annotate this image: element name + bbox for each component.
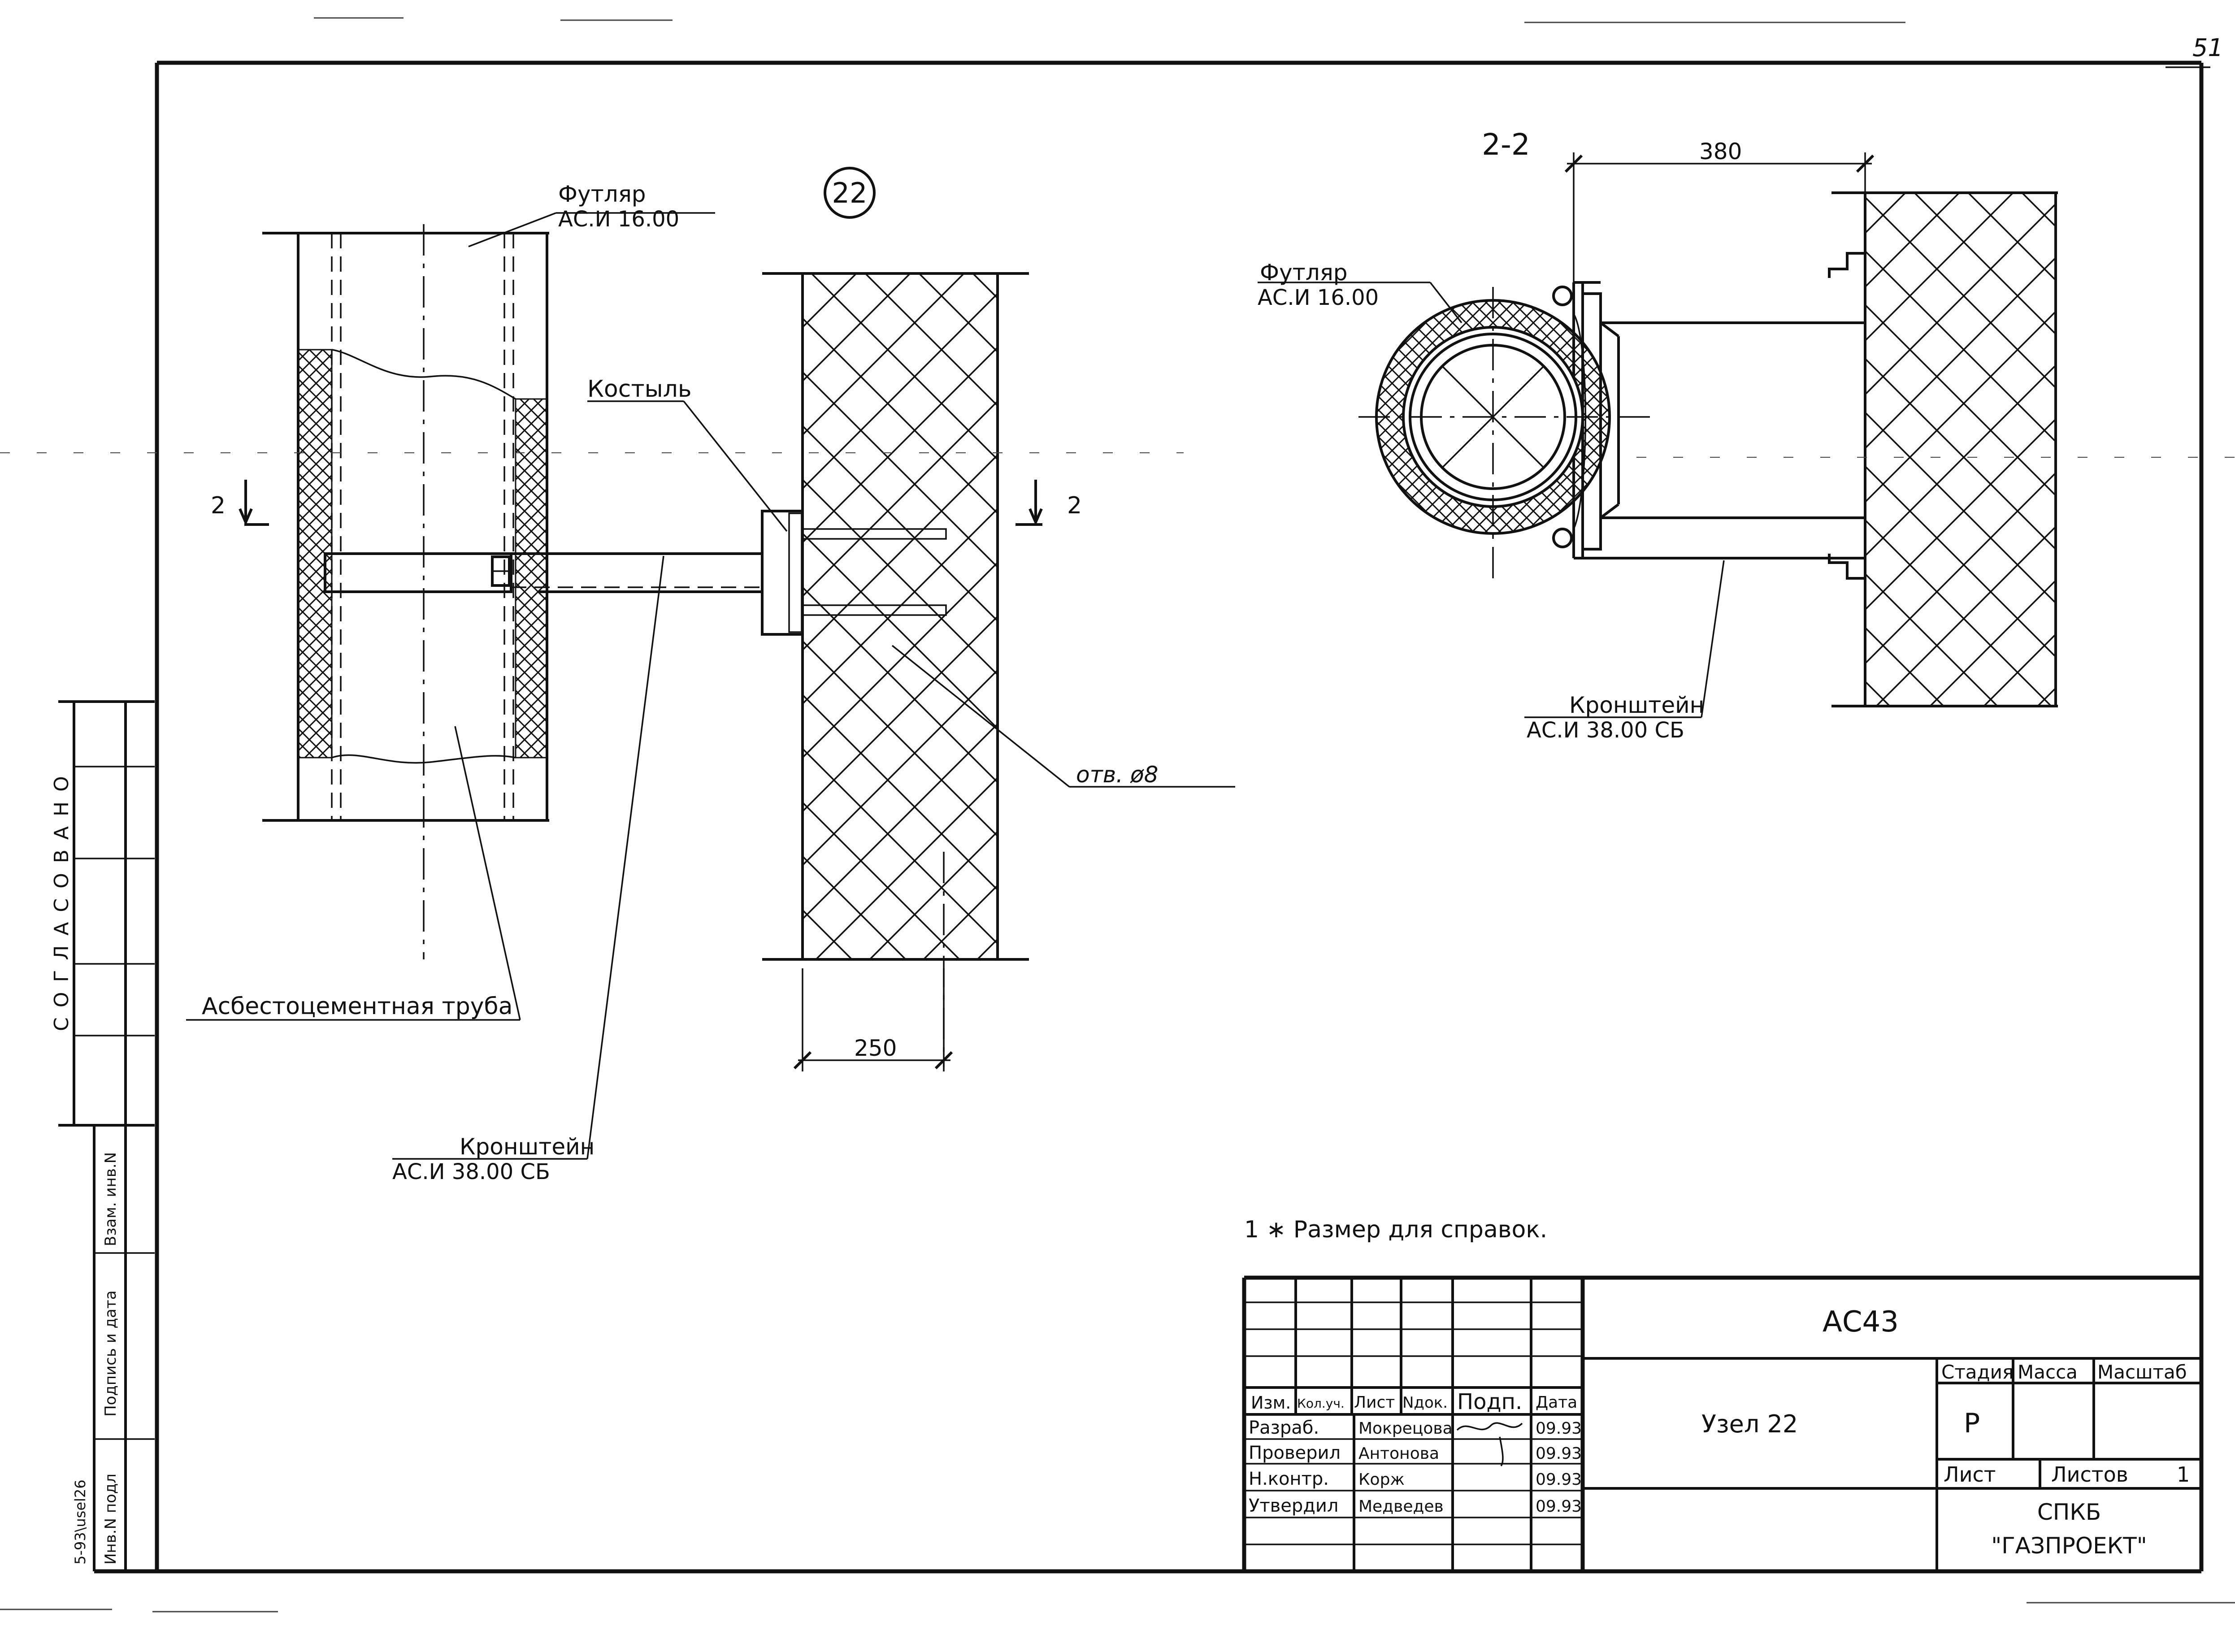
hdr-kol: Кол.уч. (1297, 1396, 1345, 1411)
kostyl-label: Костыль (587, 376, 692, 403)
row-name-3: Медведев (1358, 1497, 1444, 1516)
row-role-2: Н.контр. (1249, 1469, 1329, 1489)
scan-noise (0, 17, 2235, 1613)
drawing-title: Узел 22 (1701, 1410, 1798, 1438)
dim-380-label: 380 (1699, 139, 1742, 165)
hdr-izm: Изм. (1251, 1393, 1291, 1413)
stage-label: Стадия (1941, 1361, 2014, 1383)
org-line2: "ГАЗПРОЕКТ" (1991, 1533, 2147, 1559)
dim-250-label: 250 (854, 1035, 897, 1061)
wall-left (761, 272, 1029, 1067)
row-date-1: 09.93 (1536, 1444, 1582, 1463)
sheet-label: Лист (1944, 1462, 1996, 1487)
row-name-0: Мокрецова (1358, 1419, 1453, 1438)
vzam-inv-label: Взам. инв.N (102, 1152, 120, 1246)
section-mark-right-label: 2 (1067, 492, 1082, 519)
section-mark-right (1016, 480, 1043, 526)
row-date-2: 09.93 (1536, 1470, 1582, 1489)
row-name-2: Корж (1358, 1470, 1405, 1489)
row-name-1: Антонова (1358, 1444, 1439, 1463)
section-mark-left (239, 480, 269, 526)
leaders-left (186, 212, 1235, 1160)
reference-note: 1 ∗ Размер для справок. (1244, 1216, 1547, 1243)
sheet-number: 51 (2192, 34, 2223, 62)
futlyar-left-code: АС.И 16.00 (558, 207, 679, 232)
stage-value: Р (1964, 1408, 1980, 1439)
title-block (1242, 1275, 2201, 1571)
row-date-3: 09.93 (1536, 1497, 1582, 1516)
dimension-380 (1564, 152, 1875, 282)
kronshtein-left-label: Кронштейн (460, 1134, 595, 1160)
section-mark-left-label: 2 (211, 492, 226, 519)
kronshtein-right-label: Кронштейн (1569, 692, 1704, 718)
mass-label: Масса (2018, 1361, 2078, 1383)
futlyar-right-label: Футляр (1260, 260, 1348, 286)
org-line1: СПКБ (2037, 1499, 2101, 1525)
row-date-0: 09.93 (1536, 1419, 1582, 1438)
hdr-list: Лист (1354, 1393, 1395, 1412)
sheets-value: 1 (2177, 1462, 2190, 1487)
podpis-data-label: Подпись и дата (102, 1290, 120, 1417)
signature-scribble (1456, 1422, 1523, 1467)
row-role-3: Утвердил (1249, 1496, 1338, 1516)
hdr-data: Дата (1536, 1393, 1577, 1412)
side-stamp (58, 700, 155, 1571)
row-role-0: Разраб. (1249, 1418, 1319, 1438)
node-number-circle (824, 167, 876, 219)
otv-label: отв. ø8 (1076, 762, 1158, 788)
inv-podl-label: Инв.N подл (102, 1474, 120, 1565)
kronshtein-right-code: АС.И 38.00 СБ (1527, 718, 1684, 743)
file-ref-label: 5-93\usel26 (72, 1479, 89, 1565)
soglasovano-label: СОГЛАСОВАНО (50, 766, 73, 1031)
kronshtein-left-code: АС.И 38.00 СБ (392, 1159, 550, 1184)
node-number: 22 (832, 177, 868, 209)
sheets-label: Листов (2051, 1462, 2128, 1487)
section-2-2-view (1358, 191, 2058, 707)
row-role-1: Проверил (1249, 1443, 1341, 1463)
dimension-250 (793, 968, 953, 1071)
hdr-podp: Подп. (1457, 1389, 1522, 1414)
doc-code: АС43 (1823, 1305, 1899, 1339)
scale-label: Масштаб (2097, 1361, 2187, 1383)
sheet-frame (94, 61, 2210, 1574)
futlyar-right-code: АС.И 16.00 (1258, 285, 1379, 310)
pipe-casing-view (262, 224, 762, 959)
leaders-right (1258, 282, 1725, 718)
futlyar-left-label: Футляр (558, 181, 646, 207)
asbest-pipe-label: Асбестоцементная труба (202, 993, 513, 1020)
section-title: 2-2 (1482, 127, 1530, 162)
hdr-ndok: Nдок. (1402, 1394, 1448, 1412)
